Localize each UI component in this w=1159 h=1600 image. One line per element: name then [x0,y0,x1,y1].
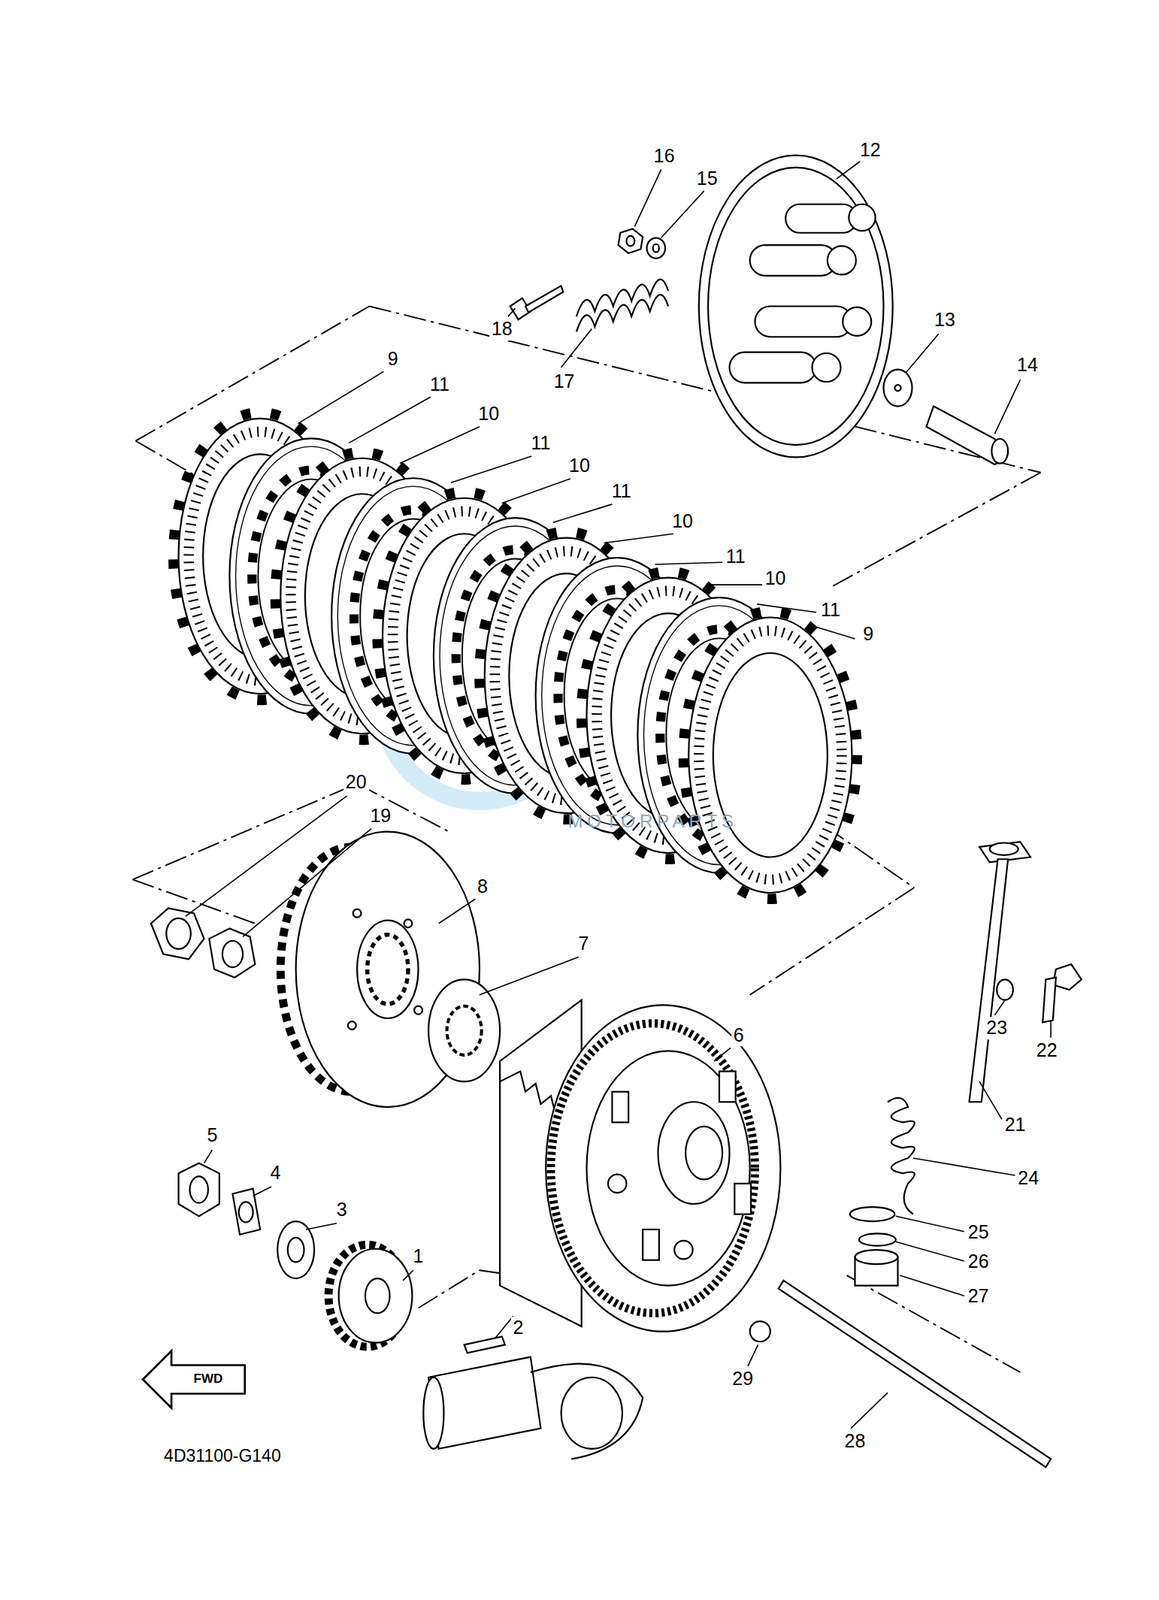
diagram-code: 4D31100-G140 [161,1446,284,1468]
callout-number: 3 [334,1198,350,1222]
callout-number: 29 [729,1367,756,1391]
callout-number: 6 [731,1024,747,1048]
direction-text: FWD [193,1372,224,1387]
callout-number: 25 [965,1221,992,1244]
callout-number: 19 [367,804,394,828]
callout-number: 7 [575,932,591,956]
callout-number: 22 [1034,1039,1060,1063]
callout-number: 2 [511,1317,527,1341]
callout-number: 10 [475,402,502,426]
callout-number: 10 [762,567,789,591]
watermark-text: MOTORPARTS [565,810,741,832]
callout-number: 8 [475,875,491,899]
callout-number: 18 [489,318,515,342]
callout-number: 4 [268,1162,284,1185]
callout-number: 10 [566,455,593,479]
callout-number: 9 [860,623,876,647]
callout-number: 26 [965,1250,992,1274]
callout-number: 11 [818,599,843,622]
callout-number: 11 [723,545,748,569]
callout-number: 11 [609,481,634,504]
callout-number: 11 [528,432,553,456]
callout-number: 10 [669,510,696,533]
callout-number: 27 [965,1285,992,1308]
callout-number: 20 [343,771,370,794]
callout-number: 15 [694,167,721,191]
callout-number: 21 [1002,1113,1029,1137]
callout-number: 14 [1014,354,1041,377]
callout-number: 1 [411,1246,427,1269]
callout-number: 28 [842,1430,869,1453]
callout-number: 5 [204,1124,220,1147]
callout-number: 23 [983,1017,1010,1041]
callout-number: 16 [651,145,678,168]
callout-number: 13 [932,308,958,332]
callout-number: 12 [857,139,884,162]
callout-number: 24 [1015,1167,1041,1190]
callout-number: 9 [385,348,401,371]
callout-number: 17 [551,370,578,394]
callout-number: 11 [427,373,452,397]
